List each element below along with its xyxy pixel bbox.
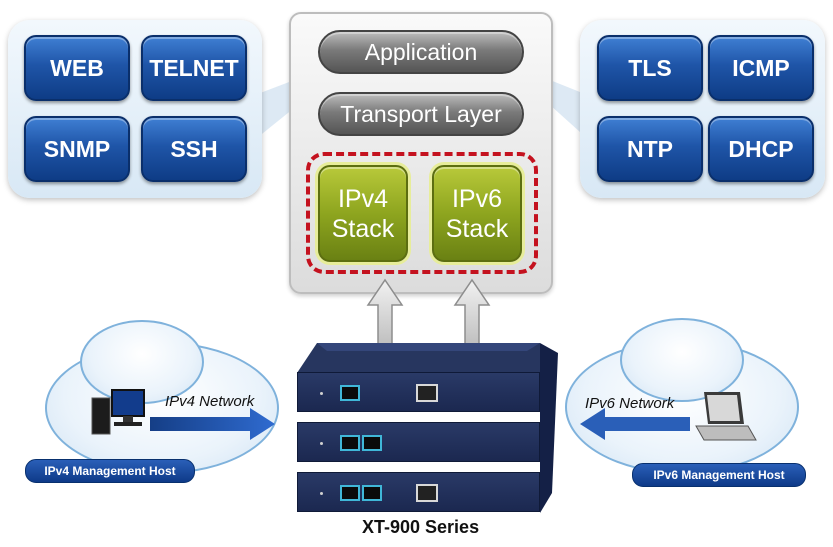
right-protocol-panel: TLS ICMP NTP DHCP [580, 20, 825, 198]
desktop-computer-icon [91, 389, 145, 435]
power-led [320, 492, 323, 495]
ipv4-stack-line1: IPv4 [337, 184, 389, 213]
ipv6-network-label: IPv6 Network [585, 395, 675, 412]
switch-unit-1 [297, 372, 540, 412]
ipv4-stack: IPv4 Stack [318, 165, 408, 262]
ipv4-stack-line2: Stack [331, 214, 395, 243]
transport-layer: Transport Layer [318, 92, 524, 136]
sfp-port [340, 385, 360, 401]
rj45-port [416, 384, 438, 402]
ipv6-management-host-label: IPv6 Management Host [632, 463, 806, 487]
ipv4-network-arrow [150, 408, 275, 440]
switch-unit-3 [297, 472, 540, 512]
protocol-telnet: TELNET [141, 35, 247, 101]
protocol-snmp: SNMP [24, 116, 130, 182]
ipv6-cloud-puff [620, 318, 744, 402]
application-layer: Application [318, 30, 524, 74]
protocol-ssh: SSH [141, 116, 247, 182]
sfp-port [362, 485, 382, 501]
ipv6-network-arrow [580, 408, 690, 440]
protocol-ntp: NTP [597, 116, 703, 182]
ipv6-up-arrow [453, 278, 491, 346]
device-series-label: XT-900 Series [362, 517, 480, 537]
sfp-port [362, 435, 382, 451]
laptop-icon [695, 392, 757, 441]
switch-unit-2 [297, 422, 540, 462]
ipv4-up-arrow [366, 278, 404, 346]
device-top-cover [297, 343, 540, 373]
ipv6-stack-line2: Stack [445, 214, 509, 243]
power-led [320, 392, 323, 395]
protocol-web: WEB [24, 35, 130, 101]
dual-stack-outline [306, 152, 538, 274]
ipv6-stack: IPv6 Stack [432, 165, 522, 262]
protocol-icmp: ICMP [708, 35, 814, 101]
device-side [540, 343, 560, 513]
protocol-dhcp: DHCP [708, 116, 814, 182]
sfp-port [340, 435, 360, 451]
power-led [320, 442, 323, 445]
ipv4-management-host-label: IPv4 Management Host [25, 459, 195, 483]
protocol-tls: TLS [597, 35, 703, 101]
ipv4-network-label: IPv4 Network [165, 393, 255, 410]
rj45-port [416, 484, 438, 502]
sfp-port [340, 485, 360, 501]
ipv6-stack-line1: IPv6 [451, 184, 503, 213]
left-protocol-panel: WEB TELNET SNMP SSH [8, 20, 262, 198]
